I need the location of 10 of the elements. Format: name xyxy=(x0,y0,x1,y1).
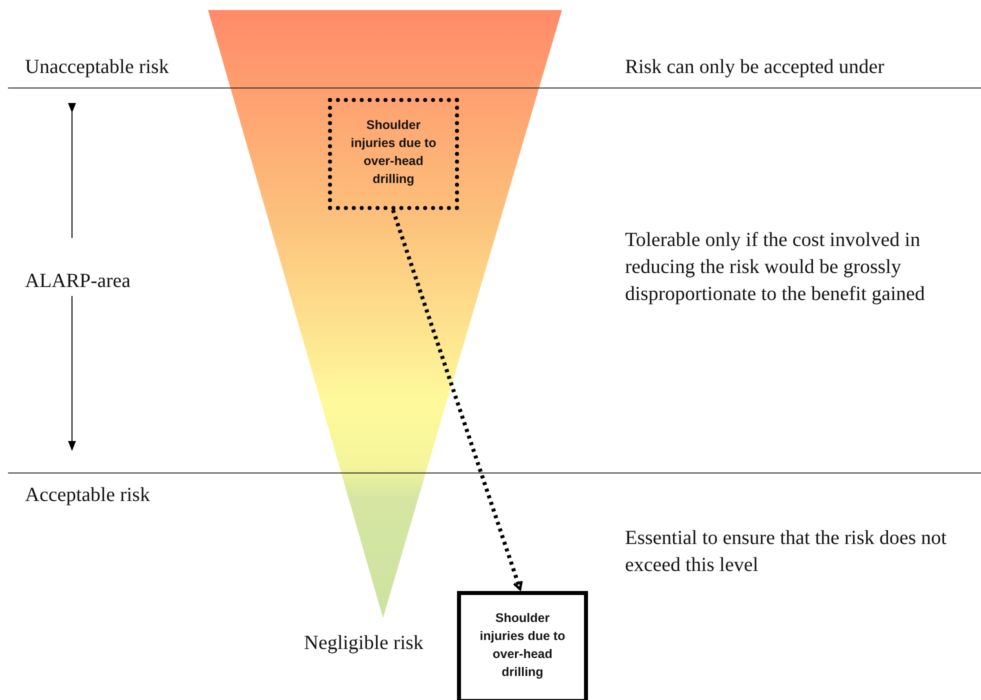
arrow xyxy=(391,209,523,590)
dotted-hazard-box: Shoulder injuries due to over-head drilling xyxy=(328,98,459,210)
zone-description: Tolerable only if the cost involved in reducing the risk would be grossly disproportionate to the benefit gained xyxy=(625,228,926,307)
zone-label: ALARP-area xyxy=(25,269,131,294)
zone-label: Negligible risk xyxy=(304,631,424,656)
zone-description: Risk can only be accepted under xyxy=(625,55,884,80)
zone-label: Acceptable risk xyxy=(25,483,150,508)
zone-description: Essential to ensure that the risk does not exceed this level xyxy=(625,526,948,578)
hazard-box: Shoulder injuries due to over-head drilling xyxy=(457,591,588,700)
zone-label: Unacceptable risk xyxy=(25,55,169,80)
